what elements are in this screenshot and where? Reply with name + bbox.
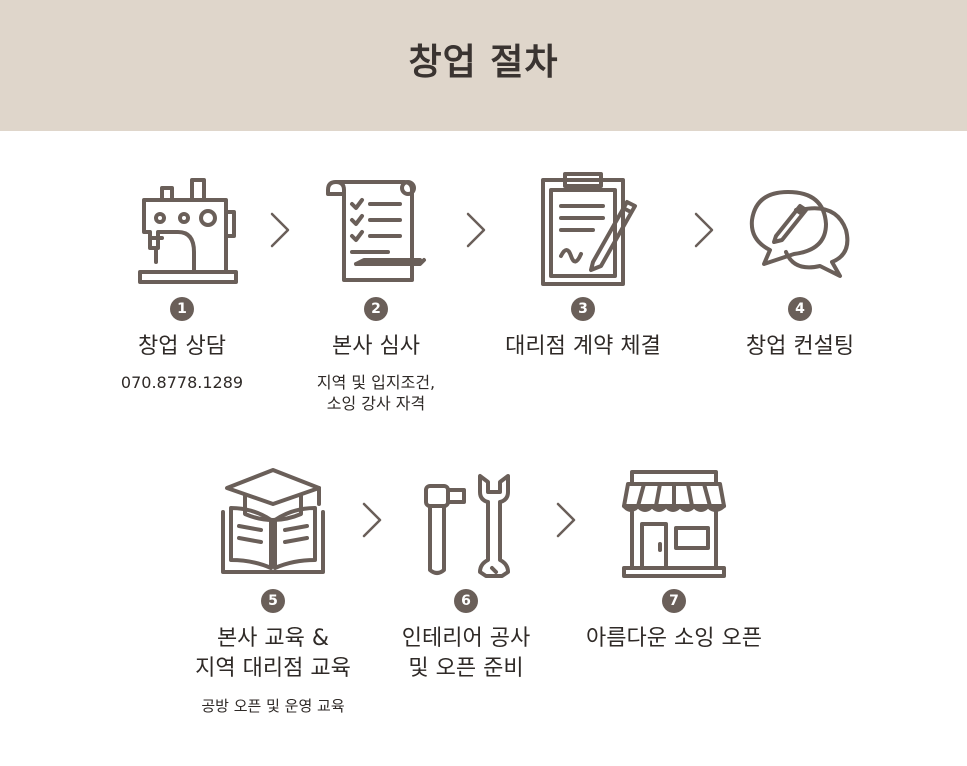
header-banner: 창업 절차 — [0, 0, 967, 131]
step-number-badge: 6 — [454, 589, 478, 613]
step-title: 및 오픈 준비 — [408, 656, 524, 681]
chevron-right-icon — [464, 210, 488, 250]
step-phone-number: 070.8778.1289 — [120, 373, 244, 392]
storefront-icon — [614, 464, 734, 584]
step-title: 본사 교육 & — [216, 626, 330, 651]
checklist-scroll-icon — [316, 172, 436, 292]
step-title: 창업 상담 — [138, 334, 226, 359]
step-title: 인테리어 공사 — [401, 626, 531, 651]
chevron-right-icon — [692, 210, 716, 250]
step-number-badge: 3 — [571, 297, 595, 321]
step-7: 7 아름다운 소잉 오픈 — [554, 464, 794, 664]
step-number-badge: 2 — [364, 297, 388, 321]
step-number-badge: 7 — [662, 589, 686, 613]
step-description: 공방 오픈 및 운영 교육 — [201, 697, 345, 715]
hammer-wrench-icon — [406, 464, 526, 584]
step-title: 창업 컨설팅 — [745, 334, 855, 359]
chevron-right-icon — [554, 500, 578, 540]
step-5: 5 본사 교육 & 지역 대리점 교육 공방 오픈 및 운영 교육 — [153, 464, 393, 724]
step-number-badge: 5 — [261, 589, 285, 613]
page-title: 창업 절차 — [408, 42, 559, 83]
step-4: 4 창업 컨설팅 — [680, 172, 920, 372]
chevron-right-icon — [360, 500, 384, 540]
step-6: 6 인테리어 공사 및 오픈 준비 — [346, 464, 586, 694]
step-3: 3 대리점 계약 체결 — [463, 172, 703, 372]
step-description: 소잉 강사 자격 — [326, 394, 426, 413]
step-number-badge: 4 — [788, 297, 812, 321]
speech-bubbles-icon — [740, 172, 860, 292]
graduation-book-icon — [213, 464, 333, 584]
sewing-machine-icon — [122, 172, 242, 292]
step-number-badge: 1 — [170, 297, 194, 321]
step-title: 지역 대리점 교육 — [195, 656, 351, 681]
step-title: 아름다운 소잉 오픈 — [586, 626, 762, 651]
step-2: 2 본사 심사 지역 및 입지조건, 소잉 강사 자격 — [256, 172, 496, 422]
step-description: 지역 및 입지조건, — [316, 373, 436, 392]
step-title: 본사 심사 — [332, 334, 420, 359]
step-title: 대리점 계약 체결 — [505, 334, 661, 359]
clipboard-contract-icon — [523, 172, 643, 292]
chevron-right-icon — [268, 210, 292, 250]
step-1: 1 창업 상담 070.8778.1289 — [62, 172, 302, 402]
